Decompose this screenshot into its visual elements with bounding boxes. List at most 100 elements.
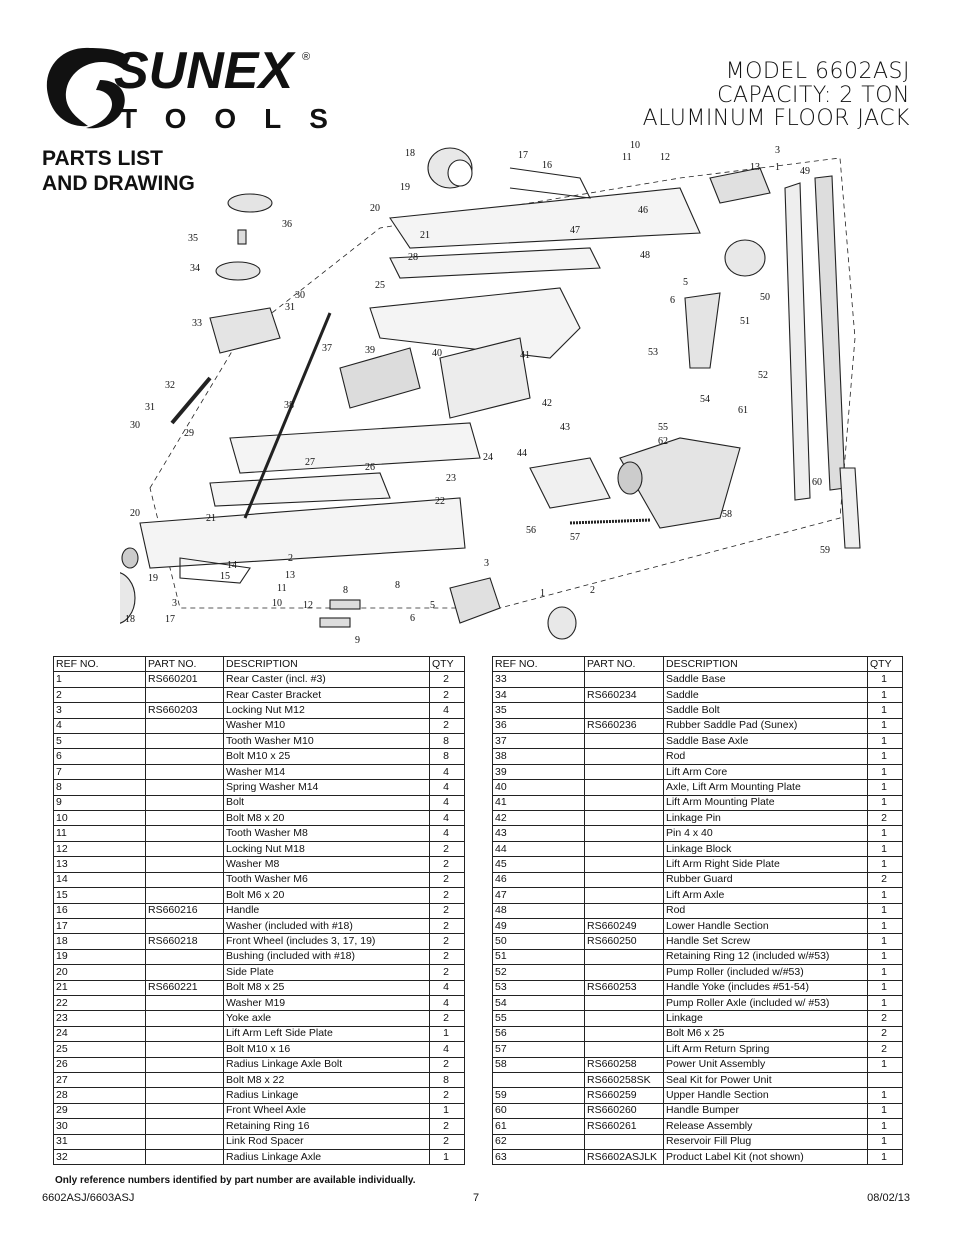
callout-label: 8 xyxy=(343,585,348,596)
part-no-cell xyxy=(145,1025,224,1043)
ref-no-cell: 5 xyxy=(53,733,146,750)
description-cell: Pump Roller (included w/#53) xyxy=(663,964,868,981)
part-no-cell xyxy=(145,1133,224,1151)
part-no-cell xyxy=(584,810,664,827)
qty-cell: 4 xyxy=(429,1041,465,1058)
callout-label: 19 xyxy=(148,573,158,584)
qty-cell: 1 xyxy=(429,1025,465,1043)
callout-label: 59 xyxy=(820,545,830,556)
qty-cell xyxy=(867,1071,903,1089)
part-no-cell xyxy=(584,887,664,904)
description-cell: Product Label Kit (not shown) xyxy=(663,1148,868,1166)
part-no-cell xyxy=(584,994,664,1012)
description-cell: Lift Arm Return Spring xyxy=(663,1041,868,1058)
header-qty: QTY xyxy=(429,655,465,673)
part-no-cell xyxy=(145,748,224,765)
qty-cell: 1 xyxy=(867,686,903,704)
qty-cell: 1 xyxy=(867,748,903,765)
ref-no-cell: 18 xyxy=(53,933,146,950)
description-cell: Saddle Base Axle xyxy=(663,733,868,750)
section-title: PARTS LIST AND DRAWING xyxy=(42,146,195,196)
callout-label: 10 xyxy=(272,598,282,609)
qty-cell: 4 xyxy=(429,979,465,996)
part-no-cell xyxy=(584,964,664,981)
part-no-cell xyxy=(145,856,224,873)
description-cell: Radius Linkage xyxy=(223,1087,430,1104)
ref-no-cell: 7 xyxy=(53,763,146,781)
callout-label: 21 xyxy=(206,513,216,524)
ref-no-cell: 53 xyxy=(492,979,585,996)
description-cell: Reservoir Fill Plug xyxy=(663,1133,868,1151)
qty-cell: 2 xyxy=(429,964,465,981)
callout-label: 52 xyxy=(758,370,768,381)
header-part: PART NO. xyxy=(584,655,664,673)
part-no-cell xyxy=(145,917,224,935)
callout-label: 57 xyxy=(570,532,580,543)
callout-label: 3 xyxy=(172,598,177,609)
ref-no-cell: 29 xyxy=(53,1102,146,1120)
callout-label: 27 xyxy=(305,457,315,468)
callout-label: 11 xyxy=(277,583,287,594)
callout-label: 34 xyxy=(190,263,200,274)
qty-cell: 1 xyxy=(867,794,903,812)
ref-no-cell xyxy=(492,1071,585,1089)
qty-cell: 1 xyxy=(867,917,903,935)
part-no-cell xyxy=(584,871,664,889)
callout-label: 55 xyxy=(658,422,668,433)
ref-no-cell: 31 xyxy=(53,1133,146,1151)
callout-label: 47 xyxy=(570,225,580,236)
description-cell: Linkage Pin xyxy=(663,810,868,827)
description-cell: Retaining Ring 16 xyxy=(223,1118,430,1135)
ref-no-cell: 20 xyxy=(53,964,146,981)
part-no-cell xyxy=(145,871,224,889)
description-cell: Lift Arm Right Side Plate xyxy=(663,856,868,873)
description-cell: Pump Roller Axle (included w/ #53) xyxy=(663,994,868,1012)
part-no-cell: RS660260 xyxy=(584,1102,664,1120)
footer-date: 08/02/13 xyxy=(867,1192,910,1204)
description-cell: Front Wheel (includes 3, 17, 19) xyxy=(223,933,430,950)
callout-label: 42 xyxy=(542,398,552,409)
ref-no-cell: 35 xyxy=(492,702,585,719)
callout-label: 26 xyxy=(365,462,375,473)
qty-cell: 2 xyxy=(429,933,465,950)
qty-cell: 4 xyxy=(429,825,465,842)
description-cell: Handle xyxy=(223,902,430,919)
part-no-cell xyxy=(584,825,664,842)
callout-label: 56 xyxy=(526,525,536,536)
callout-label: 53 xyxy=(648,347,658,358)
callout-label: 49 xyxy=(800,166,810,177)
callout-label: 30 xyxy=(130,420,140,431)
callout-label: 36 xyxy=(282,219,292,230)
description-cell: Bolt M6 x 25 xyxy=(663,1025,868,1043)
qty-cell: 1 xyxy=(867,733,903,750)
callout-label: 2 xyxy=(288,553,293,564)
callout-label: 43 xyxy=(560,422,570,433)
part-no-cell xyxy=(145,1148,224,1166)
description-cell: Handle Set Screw xyxy=(663,933,868,950)
qty-cell: 1 xyxy=(867,702,903,719)
description-cell: Washer M19 xyxy=(223,994,430,1012)
qty-cell: 1 xyxy=(867,902,903,919)
ref-no-cell: 3 xyxy=(53,702,146,719)
part-no-cell xyxy=(145,994,224,1012)
qty-cell: 2 xyxy=(867,810,903,827)
part-no-cell xyxy=(584,840,664,858)
callout-label: 41 xyxy=(520,350,530,361)
